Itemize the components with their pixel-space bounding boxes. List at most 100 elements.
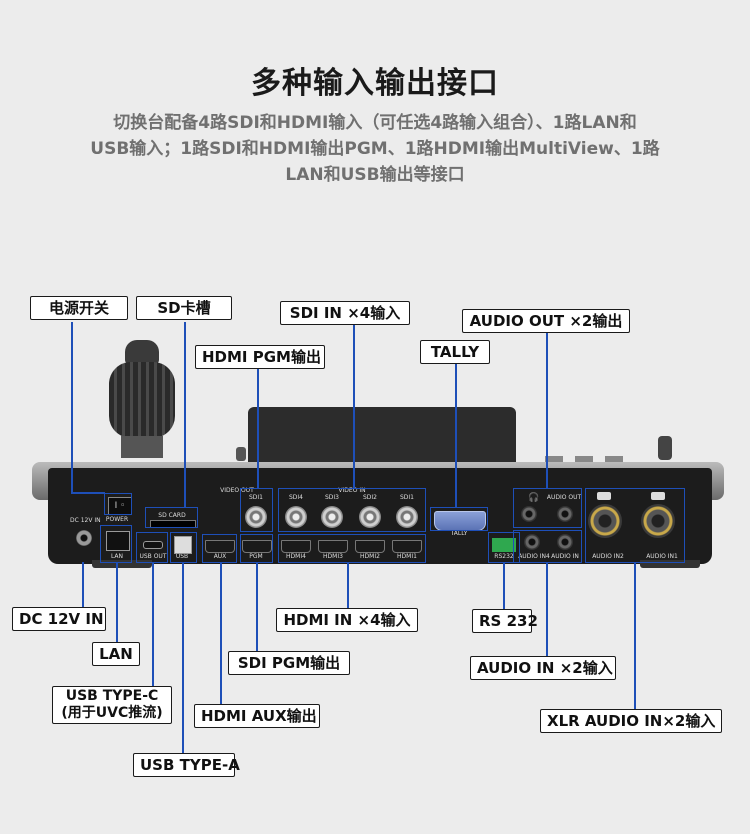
- sdi-in-highlight: [278, 488, 426, 532]
- hdmi-aux-port: [205, 540, 235, 553]
- hdmi4-port: [281, 540, 311, 553]
- leader-line-audio-in: [546, 563, 548, 656]
- xlr-highlight: [585, 488, 685, 563]
- panel-rs232-label: RS232: [494, 553, 514, 560]
- leader-line-dc: [82, 562, 84, 608]
- hdmi-in-highlight: [278, 534, 426, 563]
- panel-sdi4-label: SDI4: [288, 494, 303, 501]
- usb-c-port: [143, 541, 163, 549]
- leader-line-usb-a: [182, 563, 184, 753]
- callout-sd-slot: SD卡槽: [136, 296, 232, 320]
- subtitle-line-2: USB输入；1路SDI和HDMI输出PGM、1路HDMI输出MultiView、…: [90, 139, 660, 159]
- callout-power-switch: 电源开关: [30, 296, 128, 320]
- callout-xlr-audio-in: XLR AUDIO IN×2输入: [540, 709, 722, 733]
- panel-sd-card-label: SD CARD: [158, 512, 186, 519]
- lan-highlight: [100, 525, 132, 563]
- callout-usb-type-c-line1: USB TYPE-C: [65, 688, 159, 704]
- leader-line-sdi-in: [353, 324, 355, 488]
- panel-sdi1-label: SDI1: [399, 494, 414, 501]
- hdmi3-port: [318, 540, 348, 553]
- callout-hdmi-pgm-out: HDMI PGM输出: [195, 345, 325, 369]
- hdmi2-port: [355, 540, 385, 553]
- panel-sdi2-label: SDI2: [362, 494, 377, 501]
- leader-line-power: [71, 322, 73, 492]
- leader-line-rs232: [503, 563, 505, 609]
- audio-out-highlight: [513, 488, 582, 528]
- leader-line-audio-out: [546, 332, 548, 488]
- rs232-highlight: [488, 532, 520, 563]
- panel-audio-in3-label: AUDIO IN: [551, 553, 579, 560]
- leader-line-hdmi-pgm: [257, 368, 259, 488]
- hdmi-pgm-port: [242, 540, 272, 553]
- panel-audio-in1-label: AUDIO IN1: [646, 553, 678, 560]
- panel-tally-label: TALLY: [450, 530, 468, 537]
- callout-usb-type-c: USB TYPE-C (用于UVC推流): [52, 686, 172, 724]
- panel-lan-label: LAN: [110, 553, 124, 560]
- tally-highlight: [430, 507, 488, 531]
- xlr-latch-2: [597, 492, 611, 500]
- dc-power-jack: [76, 530, 92, 546]
- audio-out-jack-2: [557, 506, 573, 522]
- panel-audio-in4-label: AUDIO IN4: [518, 553, 550, 560]
- joystick-icon: [103, 340, 181, 458]
- panel-dc-label: DC 12V IN: [70, 517, 101, 524]
- callout-hdmi-aux-out: HDMI AUX输出: [194, 704, 320, 728]
- sdi4-bnc: [285, 506, 307, 528]
- callout-tally: TALLY: [420, 340, 490, 364]
- callout-sdi-pgm-out: SDI PGM输出: [228, 651, 350, 675]
- panel-sdi1-out-label: SDI1: [248, 494, 263, 501]
- panel-hdmi3-label: HDMI3: [323, 553, 343, 560]
- leader-line-sd: [184, 322, 186, 508]
- xlr-audio-in2: [588, 504, 622, 538]
- xlr-audio-in1: [641, 504, 675, 538]
- panel-usb-label: USB: [175, 553, 189, 560]
- sdi-out-bnc: [245, 506, 267, 528]
- power-switch-highlight: [104, 493, 132, 515]
- panel-video-in-label: VIDEO IN: [338, 487, 366, 494]
- panel-sdi3-label: SDI3: [324, 494, 339, 501]
- panel-aux-label: AUX: [213, 553, 227, 560]
- callout-hdmi-in: HDMI IN ×4输入: [276, 608, 418, 632]
- leader-line-usb-c: [152, 563, 154, 687]
- rs232-terminal: [492, 538, 516, 552]
- panel-power-label: POWER: [105, 516, 129, 523]
- leader-line-tally: [455, 362, 457, 507]
- callout-dc-in: DC 12V IN: [12, 607, 106, 631]
- callout-rs232: RS 232: [472, 609, 538, 633]
- panel-audio-out-label: AUDIO OUT: [546, 494, 582, 501]
- sdi3-bnc: [321, 506, 343, 528]
- callout-audio-in: AUDIO IN ×2输入: [470, 656, 616, 680]
- leader-line-xlr: [634, 563, 636, 709]
- hdmi-pgm-highlight: [240, 534, 273, 563]
- hdmi-aux-highlight: [202, 534, 237, 563]
- usb-a-highlight: [170, 532, 197, 563]
- panel-hdmi1-label: HDMI1: [397, 553, 417, 560]
- panel-hdmi4-label: HDMI4: [286, 553, 306, 560]
- leader-line-lan: [116, 563, 118, 643]
- audio-in3-jack: [557, 534, 573, 550]
- panel-audio-in2-label: AUDIO IN2: [592, 553, 624, 560]
- leader-line-hdmi-in: [347, 563, 349, 608]
- callout-sdi-in: SDI IN ×4输入: [280, 301, 410, 325]
- audio-out-jack-1: [521, 506, 537, 522]
- panel-usb-out-label: USB OUT: [139, 553, 167, 560]
- callout-lan: LAN: [92, 642, 140, 666]
- leader-line-hdmi-aux: [220, 563, 222, 704]
- audio-in-highlight: [513, 530, 582, 563]
- hdmi1-port: [392, 540, 422, 553]
- leader-line-sdi-pgm: [256, 563, 258, 651]
- panel-hdmi2-label: HDMI2: [360, 553, 380, 560]
- panel-video-out-label: VIDEO OUT: [220, 487, 254, 494]
- usb-c-highlight: [136, 532, 168, 563]
- lan-port: [106, 531, 130, 551]
- sdi2-bnc: [359, 506, 381, 528]
- sdi1-bnc: [396, 506, 418, 528]
- callout-usb-type-c-line2: (用于UVC推流): [61, 705, 163, 721]
- panel-pgm-label: PGM: [249, 553, 263, 560]
- leader-line-power-h: [71, 492, 105, 494]
- usb-a-port: [174, 536, 192, 554]
- audio-in4-jack: [524, 534, 540, 550]
- callout-audio-out: AUDIO OUT ×2输出: [462, 309, 630, 333]
- page-title: 多种输入输出接口: [251, 66, 499, 101]
- sd-card-highlight: [145, 507, 198, 528]
